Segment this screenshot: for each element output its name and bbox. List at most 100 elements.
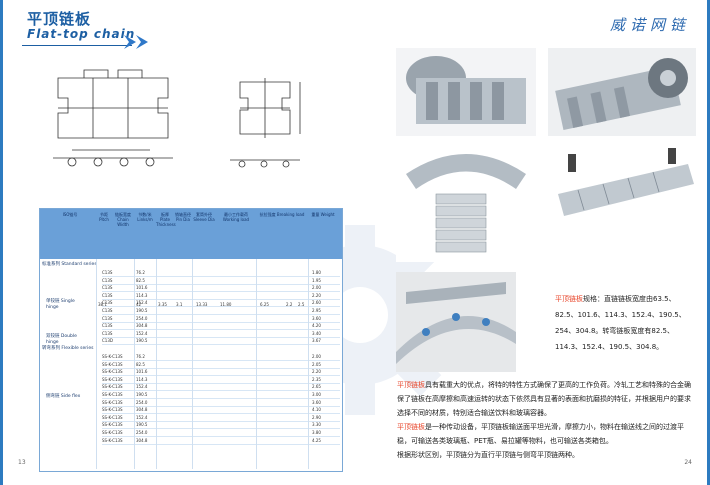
table-cell-code: C13D [102, 338, 113, 344]
table-cell-w: 101.6 [136, 369, 148, 375]
table-cell-w: 152.4 [136, 300, 148, 306]
table-cell-w: 304.8 [136, 323, 148, 329]
table-cell-code: C13S [102, 330, 113, 336]
table-cell-code: SS-K-C13S [102, 422, 123, 428]
paragraph-3-text: 根据形状区别，平顶链分为直行平顶链与侧弯平顶链两种。 [397, 451, 579, 459]
table-cell-code: SS-K-C13S [102, 354, 123, 359]
header-breaking-load: 抗拉强度 Breaking load [259, 212, 305, 217]
brand-logo: 威诺网链 [609, 16, 690, 34]
common-value-sleeve: 13.33 [196, 302, 208, 307]
table-cell-w: 114.3 [136, 292, 148, 298]
table-row: SS-K-C13S 254.0 3.80 [102, 429, 340, 437]
table-cell-w: 254.0 [136, 399, 148, 405]
table-cell-w: 114.3 [136, 376, 148, 382]
table-cell-code: SS-K-C13S [102, 361, 123, 367]
table-row: C13S 304.8 4.20 [102, 322, 340, 331]
title-underline [22, 45, 132, 46]
table-cell-w: 190.5 [136, 338, 148, 344]
common-value-x: 2.2 [286, 302, 293, 307]
table-cell-code: C13S [102, 308, 113, 313]
chain-drawing-front [53, 69, 173, 167]
table-cell-wt: 2.90 [312, 414, 321, 420]
paragraph-3: 根据形状区别，平顶链分为直行平顶链与侧弯平顶链两种。 [397, 448, 695, 462]
table-cell-w: 152.4 [136, 414, 148, 420]
table-cell-wt: 2.35 [312, 376, 321, 382]
header-pitch: 节距Pitch [99, 212, 109, 222]
table-cell-wt: 1.80 [312, 270, 321, 275]
table-cell-wt: 4.10 [312, 407, 321, 413]
table-cell-wt: 2.05 [312, 361, 321, 367]
table-cell-w: 190.5 [136, 308, 148, 313]
header-thickness: 板厚 Plate Thickness [156, 212, 176, 227]
table-cell-wt: 4.25 [312, 437, 321, 443]
table-header: ISO链号 节距Pitch 链板宽度 Chain Width 节数/米 Link… [40, 209, 342, 259]
page-number-left: 13 [18, 459, 26, 466]
table-row: SS-K-C13S 152.4 2.90 [102, 414, 340, 422]
table-cell-wt: 3.80 [312, 430, 321, 435]
header-sleeve: 套筒外径 Sleeve Dia [193, 212, 215, 222]
table-cell-code: SS-K-C13S [102, 392, 123, 397]
spec-table: ISO链号 节距Pitch 链板宽度 Chain Width 节数/米 Link… [39, 208, 343, 472]
table-cell-w: 152.4 [136, 330, 148, 336]
table-row: C13D 190.5 3.67 [102, 337, 340, 346]
table-cell-wt: 2.95 [312, 308, 321, 313]
header-links: 节数/米 Links/m [137, 212, 153, 222]
table-row: SS-K-C13S 304.8 4.10 [102, 406, 340, 415]
common-value-links: 42 [136, 302, 142, 307]
table-cell-w: 76.2 [136, 354, 145, 359]
group-double: 双铰链 Double hinge [46, 334, 77, 345]
table-cell-w: 190.5 [136, 422, 148, 428]
table-cell-wt: 3.60 [312, 399, 321, 405]
table-cell-code: C13S [102, 285, 113, 291]
table-cell-code: SS-K-C13S [102, 414, 123, 420]
table-cell-wt: 1.95 [312, 277, 321, 283]
header-iso: ISO链号 [62, 212, 78, 217]
chain-drawing-side [230, 78, 301, 168]
paragraph-1: 平顶链板具有载重大的优点，将特的特性方式确保了更高的工作负荷。冷轧工艺和特殊的合… [397, 378, 695, 420]
table-cell-wt: 2.00 [312, 354, 321, 359]
table-cell-w: 304.8 [136, 407, 148, 413]
group-side: 侧弯链 Side flex [46, 394, 81, 399]
page-edge-right [707, 0, 710, 485]
table-cell-code: C13S [102, 270, 113, 275]
common-value-work: 11.80 [220, 302, 232, 307]
common-value-break: 6.25 [260, 302, 269, 307]
paragraph-2: 平顶链板是一种传动设备，平顶链板输送面平坦光滑，摩擦力小，物料在输送线之间的过渡… [397, 420, 695, 448]
photo-chain-sprocket [548, 48, 696, 136]
table-cell-w: 101.6 [136, 285, 148, 291]
common-value-pin: 3.1 [176, 302, 183, 307]
photo-chain-roll [396, 48, 536, 136]
caption-highlight: 平顶链板 [555, 295, 583, 303]
table-cell-code: SS-K-C13S [102, 430, 123, 435]
table-cell-code: C13S [102, 315, 113, 321]
photo-curved-chain [396, 144, 536, 262]
table-cell-w: 82.5 [136, 361, 145, 367]
table-cell-wt: 4.20 [312, 323, 321, 329]
page-edge-left [0, 0, 3, 485]
table-row: SS-K-C13S 190.5 3.30 [102, 421, 340, 430]
table-cell-wt: 2.60 [312, 300, 321, 306]
table-cell-wt: 3.67 [312, 338, 321, 344]
table-cell-code: C13S [102, 277, 113, 283]
table-cell-wt: 3.30 [312, 422, 321, 428]
photo-chain-flat [548, 144, 696, 262]
table-cell-wt: 2.20 [312, 369, 321, 375]
table-cell-wt: 2.00 [312, 285, 321, 291]
table-cell-code: SS-K-C13S [102, 407, 123, 413]
page-title-cn: 平顶链板 [27, 10, 92, 28]
table-cell-wt: 2.20 [312, 292, 321, 298]
table-cell-w: 254.0 [136, 430, 148, 435]
page-title-en: Flat-top chain [27, 27, 136, 41]
table-cell-code: C13S [102, 323, 113, 329]
page-number-right: 24 [684, 459, 692, 466]
table-cell-w: 254.0 [136, 315, 148, 321]
header-pin: 销轴直径 Pin Dia [175, 212, 191, 222]
double-arrow-icon [124, 35, 148, 49]
